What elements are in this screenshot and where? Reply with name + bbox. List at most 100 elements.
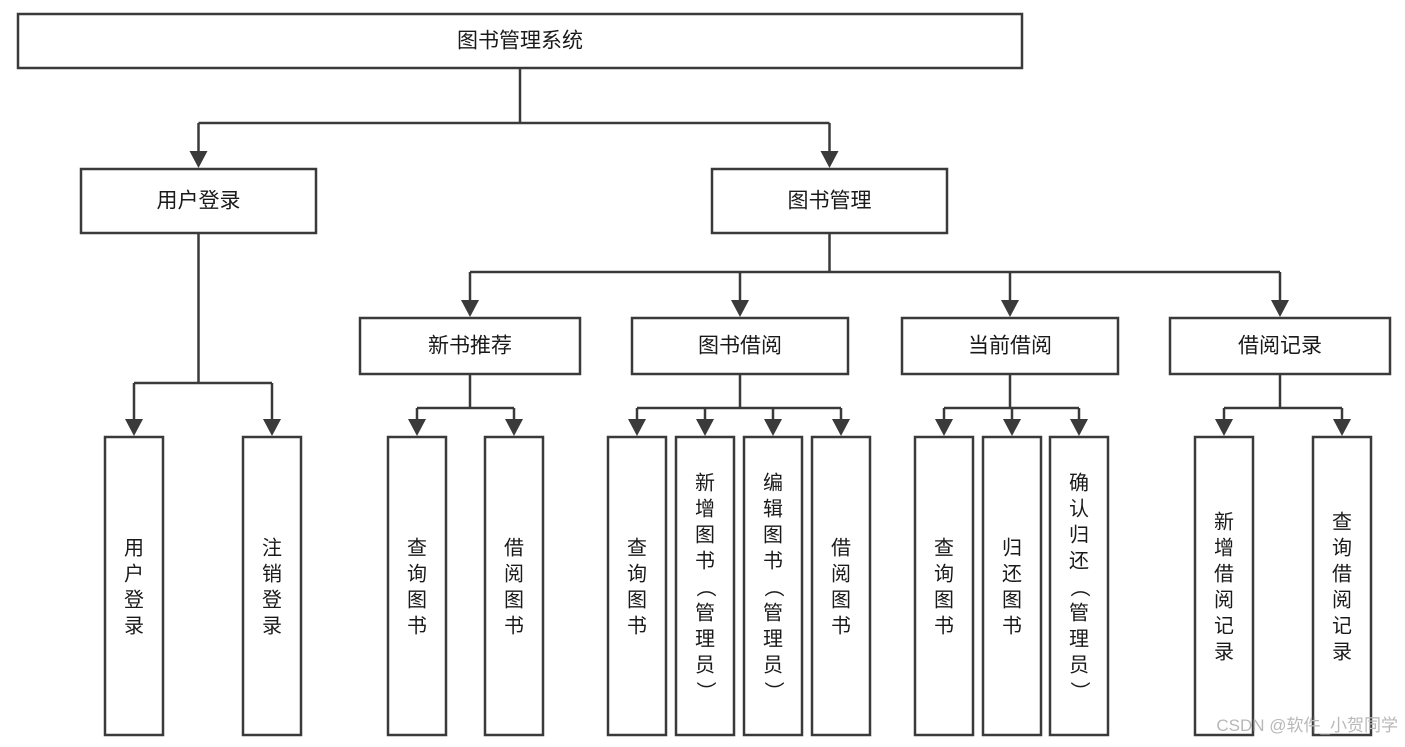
node-label-char: 管	[695, 601, 715, 624]
node-new-book-recommend[interactable]: 新书推荐	[358, 316, 582, 376]
node-box-user-login[interactable]	[79, 167, 318, 235]
arrow-head-icon	[628, 419, 646, 436]
node-box-book-management[interactable]	[710, 167, 949, 235]
node-label-char: 阅	[1214, 588, 1234, 611]
node-label-char: 理	[763, 628, 783, 650]
node-label-char: 借	[1332, 562, 1352, 585]
arrow-head-icon	[1333, 419, 1351, 436]
node-label-char: 新	[695, 471, 715, 494]
node-label-char: ）	[694, 681, 717, 701]
arrow-head-icon	[935, 419, 953, 436]
arrow-head-icon	[125, 419, 143, 436]
node-user-login[interactable]: 用户登录	[79, 167, 318, 235]
arrow-head-icon	[696, 419, 714, 436]
node-box-leaf-confirm-return[interactable]	[1048, 435, 1110, 737]
arrow-head-icon	[820, 151, 839, 168]
node-label-char: 管	[1069, 601, 1089, 624]
node-box-leaf-query-record[interactable]	[1311, 435, 1373, 737]
arrow-head-icon	[1003, 419, 1021, 436]
node-label-char: 理	[695, 628, 715, 650]
node-box-leaf-return-book[interactable]	[981, 435, 1043, 737]
node-label-char: 询	[407, 562, 427, 585]
node-box-leaf-borrow-book-1[interactable]	[483, 435, 545, 737]
node-label-char: 图	[763, 524, 783, 546]
arrow-head-icon	[505, 419, 523, 436]
node-box-new-book-recommend[interactable]	[358, 316, 582, 376]
node-label-char: 图	[504, 589, 524, 611]
node-label-char: 还	[1069, 549, 1089, 572]
node-book-management[interactable]: 图书管理	[710, 167, 949, 235]
node-box-leaf-query-book-1[interactable]	[386, 435, 448, 737]
node-label-char: 新	[1214, 510, 1234, 533]
node-label-char: 图	[695, 524, 715, 546]
node-label-char: 书	[407, 614, 427, 637]
node-box-leaf-query-book-3[interactable]	[913, 435, 975, 737]
node-label-char: 书	[504, 614, 524, 637]
node-label-char: 录	[1214, 641, 1234, 663]
node-box-leaf-edit-book[interactable]	[742, 435, 804, 737]
node-label-char: 借	[504, 536, 524, 559]
node-label-char: ）	[762, 681, 785, 701]
node-label-char: ）	[1068, 681, 1091, 701]
node-label-char: 员	[763, 654, 783, 676]
node-box-book-borrow[interactable]	[630, 316, 850, 376]
node-label-borrow-record: 借阅记录	[1238, 335, 1322, 358]
node-label-char: 借	[1214, 562, 1234, 585]
node-label-char: 录	[262, 615, 282, 637]
node-label-char: 记	[1214, 614, 1234, 637]
node-box-leaf-borrow-book-2[interactable]	[810, 435, 872, 737]
node-label-char: 查	[934, 536, 954, 559]
node-label-char: 图	[934, 589, 954, 611]
node-box-leaf-query-book-2[interactable]	[606, 435, 668, 737]
node-box-leaf-add-book[interactable]	[674, 435, 736, 737]
node-box-leaf-logout[interactable]	[241, 435, 303, 737]
node-box-borrow-record[interactable]	[1168, 316, 1392, 376]
node-label-char: 阅	[504, 562, 524, 585]
node-label-book-borrow: 图书借阅	[698, 335, 782, 358]
node-label-char: 书	[934, 614, 954, 637]
node-label-char: 查	[1332, 510, 1352, 533]
node-label-char: 注	[262, 536, 282, 559]
node-current-borrow[interactable]: 当前借阅	[900, 316, 1120, 376]
node-box-leaf-user-login[interactable]	[103, 435, 165, 737]
node-box-current-borrow[interactable]	[900, 316, 1120, 376]
node-borrow-record[interactable]: 借阅记录	[1168, 316, 1392, 376]
node-label-book-management: 图书管理	[788, 190, 872, 213]
node-label-char: 归	[1069, 523, 1089, 546]
node-book-borrow[interactable]: 图书借阅	[630, 316, 850, 376]
node-label-char: （	[694, 577, 717, 597]
node-label-char: 询	[934, 562, 954, 585]
node-label-char: 图	[407, 589, 427, 611]
node-box-leaf-add-record[interactable]	[1193, 435, 1255, 737]
arrow-head-icon	[1070, 419, 1088, 436]
node-label-char: 书	[627, 614, 647, 637]
node-label-char: 阅	[1332, 588, 1352, 611]
node-label-char: 书	[831, 614, 851, 637]
node-label-char: 录	[1332, 641, 1352, 663]
node-label-char: 图	[627, 589, 647, 611]
node-label-current-borrow: 当前借阅	[968, 335, 1052, 358]
node-label-char: 书	[695, 549, 715, 572]
node-label-char: 录	[124, 615, 144, 637]
arrow-head-icon	[189, 151, 208, 168]
node-label-char: 书	[763, 549, 783, 572]
arrow-head-icon	[408, 419, 426, 436]
connector-lines-layer	[125, 68, 1351, 436]
node-label-char: 图	[831, 589, 851, 611]
node-box-root[interactable]	[16, 12, 1024, 70]
node-root[interactable]: 图书管理系统	[16, 12, 1024, 70]
node-leaf-user-login[interactable]: 用户登录	[103, 435, 165, 737]
